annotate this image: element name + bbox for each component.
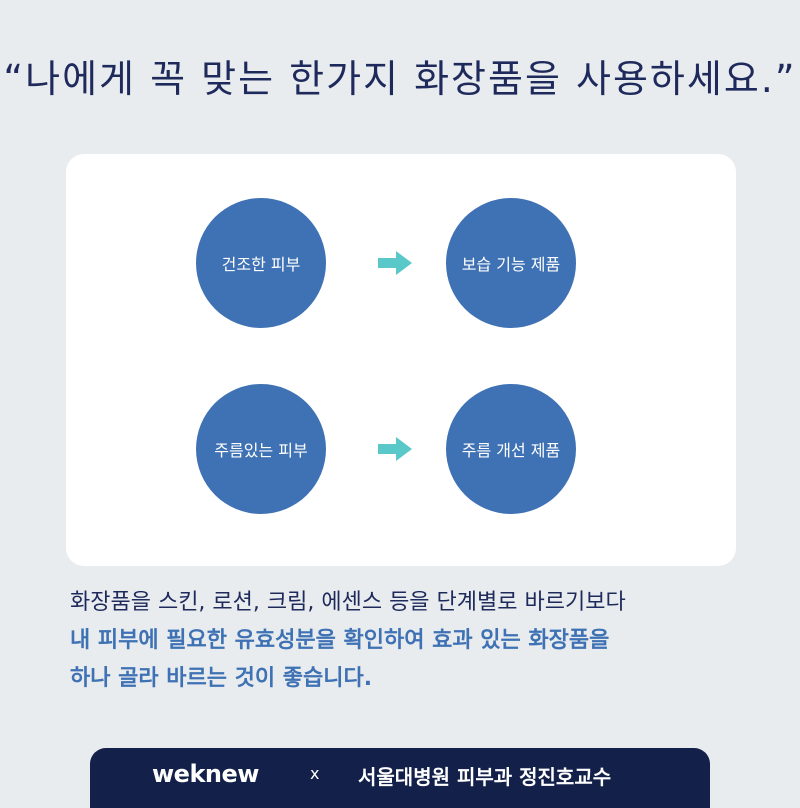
circle-wrinkled-skin: 주름있는 피부	[196, 384, 326, 514]
brand-logo: weknew	[152, 760, 259, 788]
body-line-3-highlight: 하나 골라 바르는 것이 좋습니다.	[70, 666, 373, 691]
circle-moisturizing-product: 보습 기능 제품	[446, 198, 576, 328]
headline: “나에게 꼭 맞는 한가지 화장품을 사용하세요.”	[3, 57, 797, 101]
circle-dry-skin: 건조한 피부	[196, 198, 326, 328]
diagram-card: 건조한 피부 보습 기능 제품 주름있는 피부 주름 개선 제품	[66, 154, 736, 566]
body-line-1: 화장품을 스킨, 로션, 크림, 에센스 등을 단계별로 바르기보다	[70, 590, 626, 615]
footer-separator: x	[310, 764, 320, 783]
body-line-2-highlight: 내 피부에 필요한 유효성분을 확인하여 효과 있는 화장품을	[70, 628, 610, 653]
footer-credit: 서울대병원 피부과 정진호교수	[358, 765, 612, 789]
circle-anti-wrinkle-product: 주름 개선 제품	[446, 384, 576, 514]
footer-banner: weknew x 서울대병원 피부과 정진호교수	[90, 748, 710, 808]
right-arrow-icon	[378, 437, 412, 461]
body-text: 화장품을 스킨, 로션, 크림, 에센스 등을 단계별로 바르기보다 내 피부에…	[70, 584, 750, 698]
right-arrow-icon	[378, 251, 412, 275]
